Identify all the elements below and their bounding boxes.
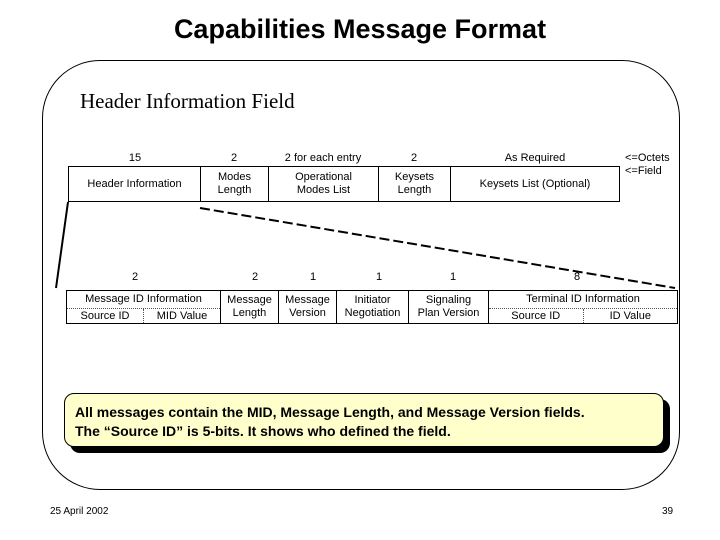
expansion-line-right	[199, 207, 676, 289]
legend-octets: <=Octets	[625, 152, 670, 164]
signaling-plan-version-cell: Signaling Plan Version	[409, 291, 489, 323]
header-info-field-row: Header Information Modes Length Operatio…	[68, 166, 620, 202]
size-label-signaling: 1	[449, 271, 457, 283]
legend-field: <=Field	[625, 165, 662, 177]
initiator-negotiation-cell: Initiator Negotiation	[337, 291, 409, 323]
size-label-message-id: 2	[131, 271, 139, 283]
size-label-keysets-list: As Required	[504, 152, 566, 164]
size-label-header-info: 15	[128, 152, 142, 164]
terminal-id-id-value: ID Value	[582, 309, 678, 323]
message-id-source-id: Source ID	[80, 310, 130, 322]
terminal-id-info-cell: Terminal ID Information Source ID ID Val…	[489, 291, 677, 323]
size-label-initiator: 1	[375, 271, 383, 283]
slide-title: Capabilities Message Format	[173, 14, 547, 44]
size-label-message-version: 1	[309, 271, 317, 283]
note-line-1: All messages contain the MID, Message Le…	[75, 404, 585, 420]
header-information-cell: Header Information	[69, 167, 201, 201]
expansion-line-left	[55, 201, 69, 289]
size-label-keysets-length: 2	[410, 152, 418, 164]
keysets-list-cell: Keysets List (Optional)	[479, 177, 591, 190]
rounded-frame	[42, 60, 680, 490]
terminal-id-info-label: Terminal ID Information	[526, 293, 640, 305]
terminal-id-source-id: Source ID	[511, 310, 561, 322]
section-heading: Header Information Field	[80, 89, 295, 113]
note-box: All messages contain the MID, Message Le…	[64, 393, 664, 447]
size-label-modes-length: 2	[230, 152, 238, 164]
keysets-length-cell: Keysets Length	[379, 167, 451, 201]
message-version-cell: Message Version	[279, 291, 337, 323]
note-line-2: The “Source ID” is 5-bits. It shows who …	[75, 423, 451, 439]
terminal-id-subfields: Source ID ID Value	[489, 308, 677, 323]
page-number: 39	[662, 506, 674, 517]
message-length-cell: Message Length	[221, 291, 279, 323]
message-fields-row: Message ID Information Source ID MID Val…	[66, 290, 678, 324]
modes-length-cell: Modes Length	[201, 167, 269, 201]
message-id-info-label: Message ID Information	[85, 293, 202, 305]
message-id-mid-value: MID Value	[143, 309, 220, 323]
size-label-modes-list: 2 for each entry	[284, 152, 362, 164]
operational-modes-list-cell: Operational Modes List	[269, 167, 379, 201]
size-label-message-length: 2	[251, 271, 259, 283]
legend: <=Octets <=Field	[625, 152, 670, 178]
size-label-terminal-id: 8	[573, 271, 581, 283]
message-id-info-cell: Message ID Information Source ID MID Val…	[67, 291, 221, 323]
footer-date: 25 April 2002	[50, 506, 109, 517]
message-id-subfields: Source ID MID Value	[67, 308, 220, 323]
